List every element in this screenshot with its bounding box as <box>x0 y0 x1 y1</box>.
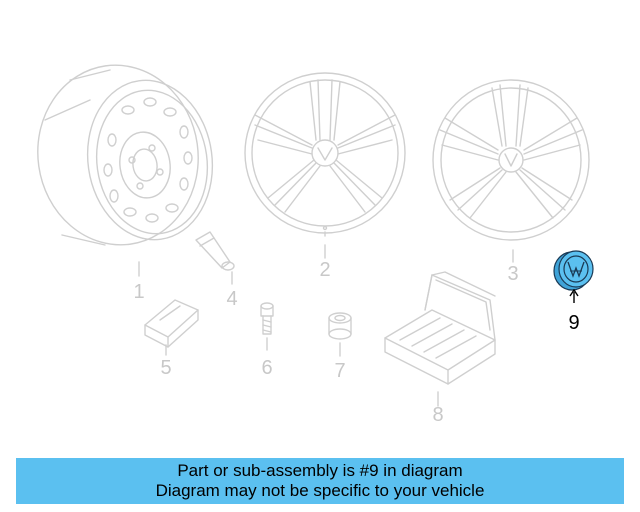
callout-4[interactable]: 4 <box>226 288 238 310</box>
callout-1[interactable]: 1 <box>133 281 145 303</box>
callout-5[interactable]: 5 <box>160 357 172 379</box>
valve-stem-part-4 <box>195 231 235 285</box>
callout-2[interactable]: 2 <box>319 259 331 281</box>
info-banner: Part or sub-assembly is #9 in diagram Di… <box>16 458 624 504</box>
callout-6[interactable]: 6 <box>261 357 273 379</box>
steel-wheel-part-1 <box>37 64 214 277</box>
banner-line-2: Diagram may not be specific to your vehi… <box>155 481 485 500</box>
callout-8[interactable]: 8 <box>432 404 444 426</box>
tpms-sensor-part-5 <box>144 299 199 356</box>
banner-line-1: Part or sub-assembly is #9 in diagram <box>177 461 463 480</box>
callout-9[interactable]: 9 <box>568 312 580 334</box>
alloy-wheel-part-3 <box>432 79 590 263</box>
center-cap-part-9[interactable] <box>553 250 594 303</box>
tool-kit-part-8 <box>384 271 496 407</box>
callout-7[interactable]: 7 <box>334 360 346 382</box>
callout-3[interactable]: 3 <box>507 263 519 285</box>
alloy-wheel-part-2 <box>244 72 406 259</box>
nut-cap-part-7 <box>328 312 352 357</box>
bolt-part-6 <box>260 302 274 351</box>
